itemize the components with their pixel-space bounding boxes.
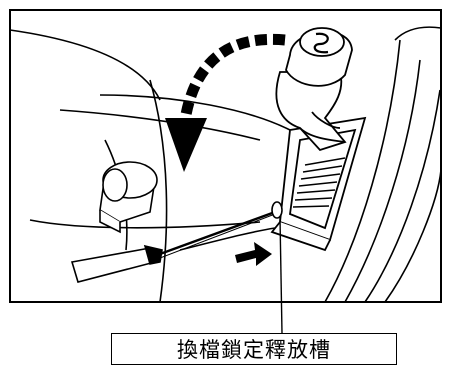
- right-panel-lines: [324, 26, 442, 303]
- curved-down-arrow-icon: [165, 33, 286, 172]
- leader-line: [279, 217, 283, 334]
- console-outline: [9, 29, 291, 303]
- shift-knob: [285, 27, 353, 87]
- shift-slot-housing: [270, 116, 367, 252]
- slot-grille: [292, 157, 346, 208]
- caption-label: 換檔鎖定釋放槽: [177, 338, 331, 362]
- screwdriver: [70, 201, 283, 283]
- left-knob: [99, 161, 158, 234]
- shift-lever: [275, 71, 347, 152]
- right-arrow-icon: [235, 242, 272, 266]
- caption-box: 換檔鎖定釋放槽: [111, 333, 397, 365]
